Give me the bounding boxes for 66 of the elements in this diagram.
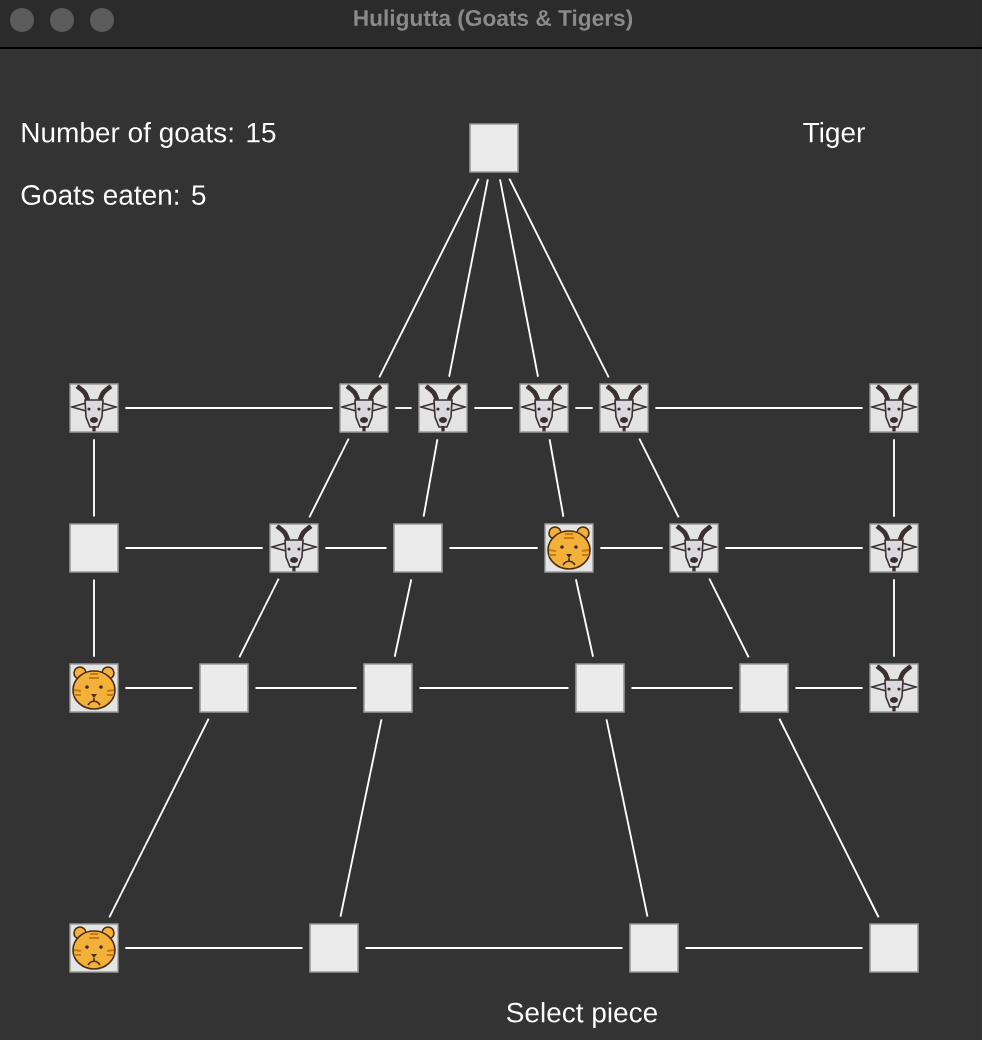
status-text: Tiger xyxy=(803,121,865,149)
board-line xyxy=(574,578,594,658)
empty-square xyxy=(199,663,249,713)
empty-square xyxy=(629,923,679,973)
tiger-piece xyxy=(69,923,119,973)
board-line xyxy=(548,438,565,518)
board-line xyxy=(124,407,334,409)
board-line xyxy=(630,687,734,689)
window-title: Huligutta (Goats & Tigers) xyxy=(354,9,633,31)
board-line xyxy=(778,717,880,919)
board-line xyxy=(473,407,514,409)
board-line xyxy=(378,177,480,379)
status-text: Goats eaten: 5 xyxy=(21,185,206,205)
goat-piece xyxy=(339,383,389,433)
empty-square xyxy=(69,523,119,573)
goat-piece xyxy=(69,383,119,433)
board-line xyxy=(794,687,864,689)
status-text: Select piece xyxy=(507,1001,657,1029)
goat-piece xyxy=(418,383,468,433)
board-line xyxy=(638,437,680,519)
board-line xyxy=(339,718,383,918)
empty-square xyxy=(869,923,919,973)
tiger-piece xyxy=(69,663,119,713)
empty-square xyxy=(575,663,625,713)
board-line xyxy=(893,438,895,518)
board-line xyxy=(124,687,194,689)
goat-piece xyxy=(669,523,719,573)
goat-piece xyxy=(869,663,919,713)
empty-square xyxy=(469,123,519,173)
board-line xyxy=(238,577,280,659)
board-line xyxy=(364,947,624,949)
board-line xyxy=(124,547,264,549)
board-line xyxy=(394,407,413,409)
board-line xyxy=(599,547,664,549)
empty-square xyxy=(739,663,789,713)
board-line xyxy=(499,178,539,378)
board-line xyxy=(448,178,489,378)
board-line xyxy=(124,947,304,949)
board-line xyxy=(308,437,350,519)
board-line xyxy=(893,578,895,658)
board-line xyxy=(508,177,610,379)
board-line xyxy=(93,438,95,518)
goat-piece xyxy=(269,523,319,573)
empty-square xyxy=(363,663,413,713)
empty-square xyxy=(393,523,443,573)
board-line xyxy=(324,547,388,549)
goat-piece xyxy=(519,383,569,433)
status-text: Number of goats: 15 xyxy=(22,121,276,149)
board-line xyxy=(605,718,649,918)
board-line xyxy=(422,438,439,518)
board-line xyxy=(708,577,750,659)
board-line xyxy=(254,687,358,689)
board-line xyxy=(93,578,95,658)
board-line xyxy=(684,947,864,949)
goat-piece xyxy=(599,383,649,433)
goat-piece xyxy=(869,383,919,433)
board-line xyxy=(724,547,864,549)
board-line xyxy=(574,407,594,409)
board-line xyxy=(418,687,570,689)
tiger-piece xyxy=(544,523,594,573)
goat-piece xyxy=(869,523,919,573)
board-line xyxy=(393,578,413,658)
empty-square xyxy=(309,923,359,973)
board-line xyxy=(448,547,539,549)
board-line xyxy=(108,717,210,919)
board-line xyxy=(654,407,864,409)
